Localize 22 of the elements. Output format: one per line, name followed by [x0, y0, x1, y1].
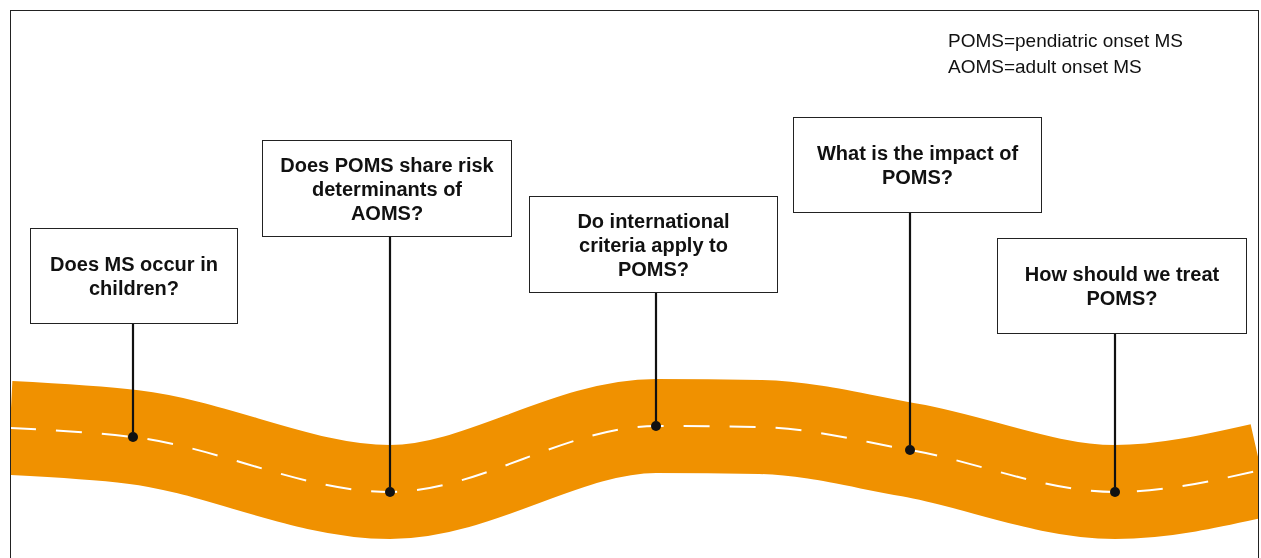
question-box — [262, 140, 512, 237]
leader-line — [131, 324, 135, 432]
road-marker-dot — [385, 487, 395, 497]
leader-line — [1113, 334, 1117, 487]
question-box — [793, 117, 1042, 213]
abbreviation-note: POMS=pendiatric onset MS — [948, 30, 1183, 52]
leader-line — [654, 293, 658, 421]
road-marker-dot — [651, 421, 661, 431]
question-text: Do international criteria apply to POMS? — [576, 208, 731, 281]
question-text: Does MS occur in children? — [49, 252, 219, 300]
road-marker-dot — [1110, 487, 1120, 497]
leader-line — [908, 213, 912, 445]
question-box — [529, 196, 778, 293]
road-marker-dot — [905, 445, 915, 455]
question-text: How should we treat POMS? — [1023, 262, 1221, 310]
question-box — [997, 238, 1247, 334]
leader-line — [388, 237, 392, 487]
road-marker-dot — [128, 432, 138, 442]
question-text: Does POMS share risk determinants of AOMS? — [279, 152, 495, 225]
abbreviation-note: AOMS=adult onset MS — [948, 56, 1142, 78]
question-text: What is the impact of POMS? — [815, 141, 1020, 189]
question-box — [30, 228, 238, 324]
